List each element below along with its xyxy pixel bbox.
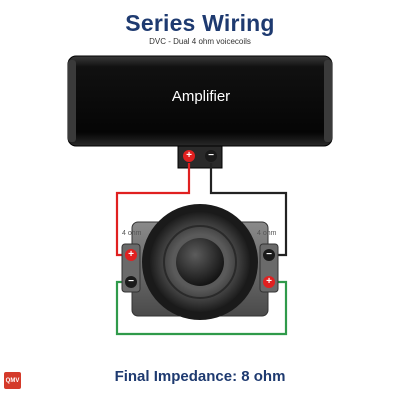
jumper-wire <box>115 280 288 336</box>
amplifier-end-cap-left <box>68 60 76 142</box>
page-title: Series Wiring <box>125 10 275 36</box>
left-voicecoil-impedance: 4 ohm <box>122 230 142 237</box>
brand-logo: QMV <box>4 372 21 389</box>
positive-wire <box>115 163 191 257</box>
speaker-dust-cap <box>176 238 224 286</box>
negative-wire <box>209 163 288 257</box>
right-coil-positive-terminal: + <box>263 276 275 288</box>
right-coil-negative-terminal: − <box>263 249 275 261</box>
left-coil-positive-terminal: + <box>125 249 137 261</box>
page-subtitle: DVC - Dual 4 ohm voicecoils <box>149 37 251 46</box>
left-coil-negative-terminal: − <box>125 276 137 288</box>
amplifier-label: Amplifier <box>171 88 231 105</box>
amplifier-end-cap-right <box>324 60 332 142</box>
final-impedance-label: Final Impedance: 8 ohm <box>114 368 286 385</box>
speaker-cone-ring <box>163 225 237 299</box>
amplifier-negative-terminal: − <box>205 150 217 162</box>
amplifier-positive-terminal: + <box>183 150 195 162</box>
right-voicecoil-impedance: 4 ohm <box>257 230 277 237</box>
